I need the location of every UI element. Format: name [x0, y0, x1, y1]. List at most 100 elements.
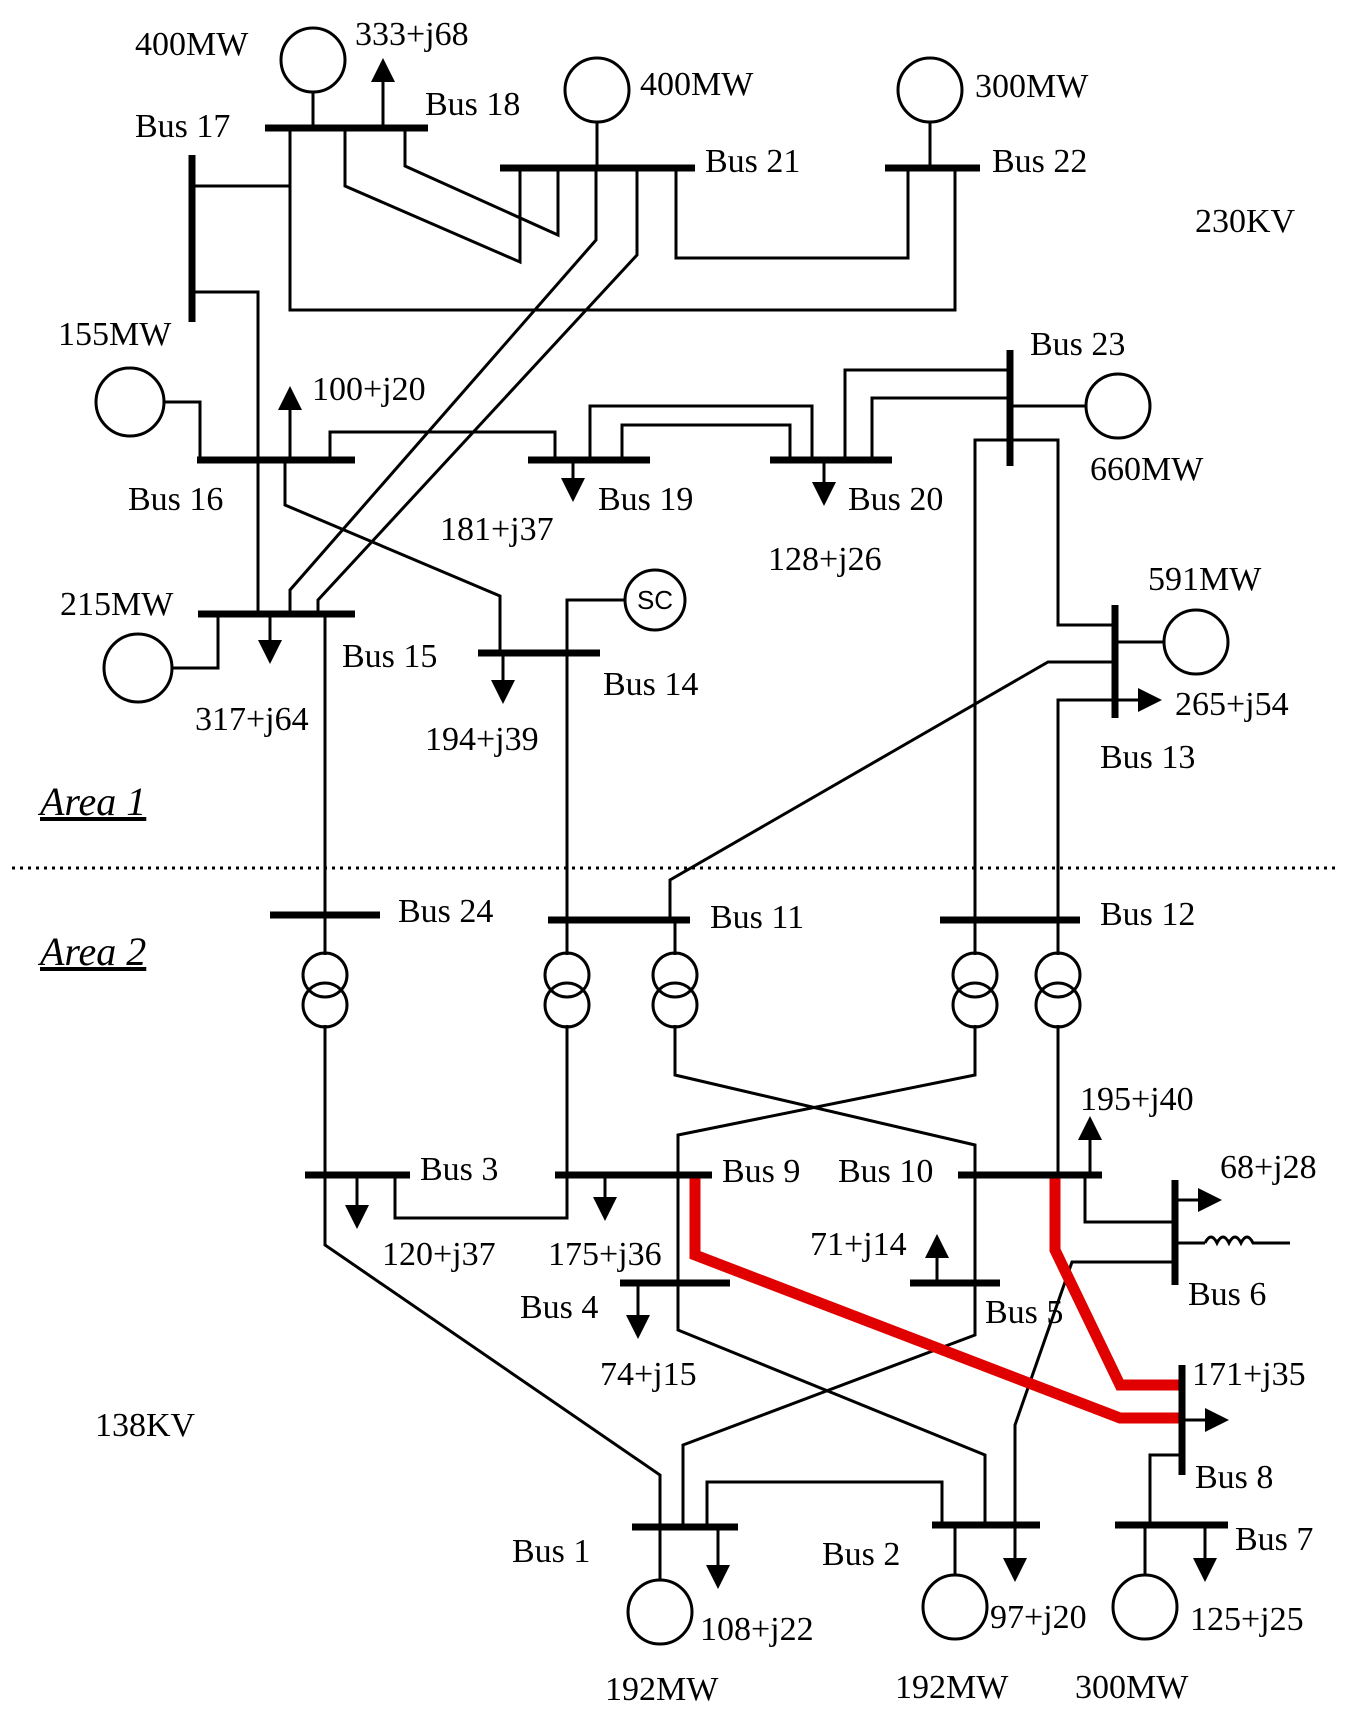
- bus-10-label: Bus 10: [838, 1153, 933, 1190]
- line-16-19: [328, 430, 557, 460]
- labels: 230KV 138KV Area 1 Area 2 Bus 17 Bus 18 …: [37, 16, 1317, 1708]
- line-xf-10: [673, 1025, 977, 1175]
- load-15-arrow-icon: [258, 640, 282, 664]
- transformer-11-10: [651, 951, 699, 1029]
- load-7-arrow-icon: [1193, 1558, 1217, 1582]
- line-14-sc: [565, 598, 628, 653]
- load-19-value: 181+j37: [440, 511, 554, 548]
- line-23-13: [1010, 438, 1115, 627]
- bus-17-label: Bus 17: [135, 108, 230, 145]
- gen-2-rating: 192MW: [895, 1669, 1009, 1706]
- bus-15-label: Bus 15: [342, 638, 437, 675]
- line-13-11: [668, 660, 1115, 920]
- load-14-arrow-icon: [491, 680, 515, 704]
- load-1-arrow-icon: [706, 1565, 730, 1589]
- line-10-6: [1083, 1175, 1175, 1224]
- bus-19-label: Bus 19: [598, 481, 693, 518]
- load-5-arrow-icon: [925, 1234, 949, 1258]
- line-xf12-9: [676, 1025, 977, 1175]
- load-1-value: 108+j22: [700, 1611, 814, 1648]
- line-3-9: [393, 1175, 569, 1220]
- generator-15-icon: [102, 632, 174, 704]
- bus-5-label: Bus 5: [985, 1294, 1063, 1331]
- load-19-arrow-icon: [561, 478, 585, 502]
- generator-16-icon: [94, 366, 166, 438]
- bus-12-label: Bus 12: [1100, 896, 1195, 933]
- load-20-arrow-icon: [812, 482, 836, 506]
- line-20-23-b: [870, 396, 1010, 460]
- line-2-6: [1013, 1260, 1175, 1525]
- transformers: [301, 951, 1082, 1029]
- load-9-value: 175+j36: [548, 1236, 662, 1273]
- line-4-2: [676, 1283, 987, 1525]
- load-7-value: 125+j25: [1190, 1601, 1304, 1638]
- line-3-1: [323, 1175, 662, 1527]
- bus-21-label: Bus 21: [705, 143, 800, 180]
- bus-1-label: Bus 1: [512, 1533, 590, 1570]
- gen-13-rating: 591MW: [1148, 561, 1262, 598]
- load-10-value: 195+j40: [1080, 1081, 1194, 1118]
- gen-18-rating: 400MW: [135, 26, 249, 63]
- load-9-arrow-icon: [593, 1197, 617, 1221]
- sc-label: SC: [637, 585, 673, 615]
- generator-2-icon: [921, 1573, 989, 1641]
- generator-18-icon: [279, 26, 347, 94]
- load-8-value: 171+j35: [1192, 1356, 1306, 1393]
- load-16-arrow-icon: [278, 386, 302, 410]
- bus-14-label: Bus 14: [603, 666, 698, 703]
- bus-24-label: Bus 24: [398, 893, 493, 930]
- highlight-line-9-8: [689, 1175, 1182, 1424]
- generator-1-icon: [626, 1578, 694, 1646]
- load-2-value: 97+j20: [990, 1599, 1087, 1636]
- load-2-arrow-icon: [1003, 1558, 1027, 1582]
- load-13-value: 265+j54: [1175, 686, 1289, 723]
- gen-21-rating: 400MW: [640, 66, 754, 103]
- area-2-label: Area 2: [37, 929, 146, 974]
- load-5-value: 71+j14: [810, 1226, 907, 1263]
- gen-16-stem: [163, 400, 202, 460]
- load-18-arrow-icon: [371, 58, 395, 82]
- bus-8-label: Bus 8: [1195, 1459, 1273, 1496]
- generators: SC: [94, 26, 1230, 1646]
- gen-15-stem: [172, 614, 220, 670]
- load-8-arrow-icon: [1205, 1408, 1229, 1432]
- gen-22-rating: 300MW: [975, 68, 1089, 105]
- gen-23-rating: 660MW: [1090, 451, 1204, 488]
- load-4-value: 74+j15: [600, 1356, 697, 1393]
- load-20-value: 128+j26: [768, 541, 882, 578]
- gen-7-rating: 300MW: [1075, 1669, 1189, 1706]
- generator-23-icon: [1084, 372, 1152, 440]
- synchronous-condenser-icon: [623, 568, 687, 632]
- load-6-arrow-icon: [1198, 1188, 1222, 1212]
- generator-13-icon: [1162, 608, 1230, 676]
- generator-7-icon: [1111, 1573, 1179, 1641]
- bus-22-label: Bus 22: [992, 143, 1087, 180]
- load-13-arrow-icon: [1138, 688, 1162, 712]
- line-18-21-a: [343, 128, 522, 265]
- line-17-16: [192, 290, 260, 460]
- transmission-lines: [163, 82, 1290, 1580]
- bus-2-label: Bus 2: [822, 1536, 900, 1573]
- line-19-20-b: [620, 423, 792, 460]
- transformer-24-3: [301, 951, 349, 1029]
- line-8-7: [1148, 1453, 1182, 1525]
- bus-bars: [188, 124, 1228, 1531]
- generator-22-icon: [896, 56, 964, 124]
- bus-3-label: Bus 3: [420, 1151, 498, 1188]
- load-3-arrow-icon: [345, 1205, 369, 1229]
- line-20-23-a: [843, 368, 1010, 460]
- load-arrows: [258, 58, 1229, 1589]
- load-4-arrow-icon: [626, 1315, 650, 1339]
- generator-21-icon: [563, 56, 631, 124]
- load-18-value: 333+j68: [355, 16, 469, 53]
- line-21-15-b: [316, 168, 639, 614]
- bus-11-label: Bus 11: [710, 899, 804, 936]
- load-14-value: 194+j39: [425, 721, 539, 758]
- line-18-21-b: [403, 128, 560, 238]
- bus-4-label: Bus 4: [520, 1289, 598, 1326]
- load-15-value: 317+j64: [195, 701, 309, 738]
- voltage-138kv-label: 138KV: [95, 1407, 196, 1444]
- load-3-value: 120+j37: [382, 1236, 496, 1273]
- area-1-label: Area 1: [37, 779, 146, 824]
- line-16-14: [283, 460, 502, 653]
